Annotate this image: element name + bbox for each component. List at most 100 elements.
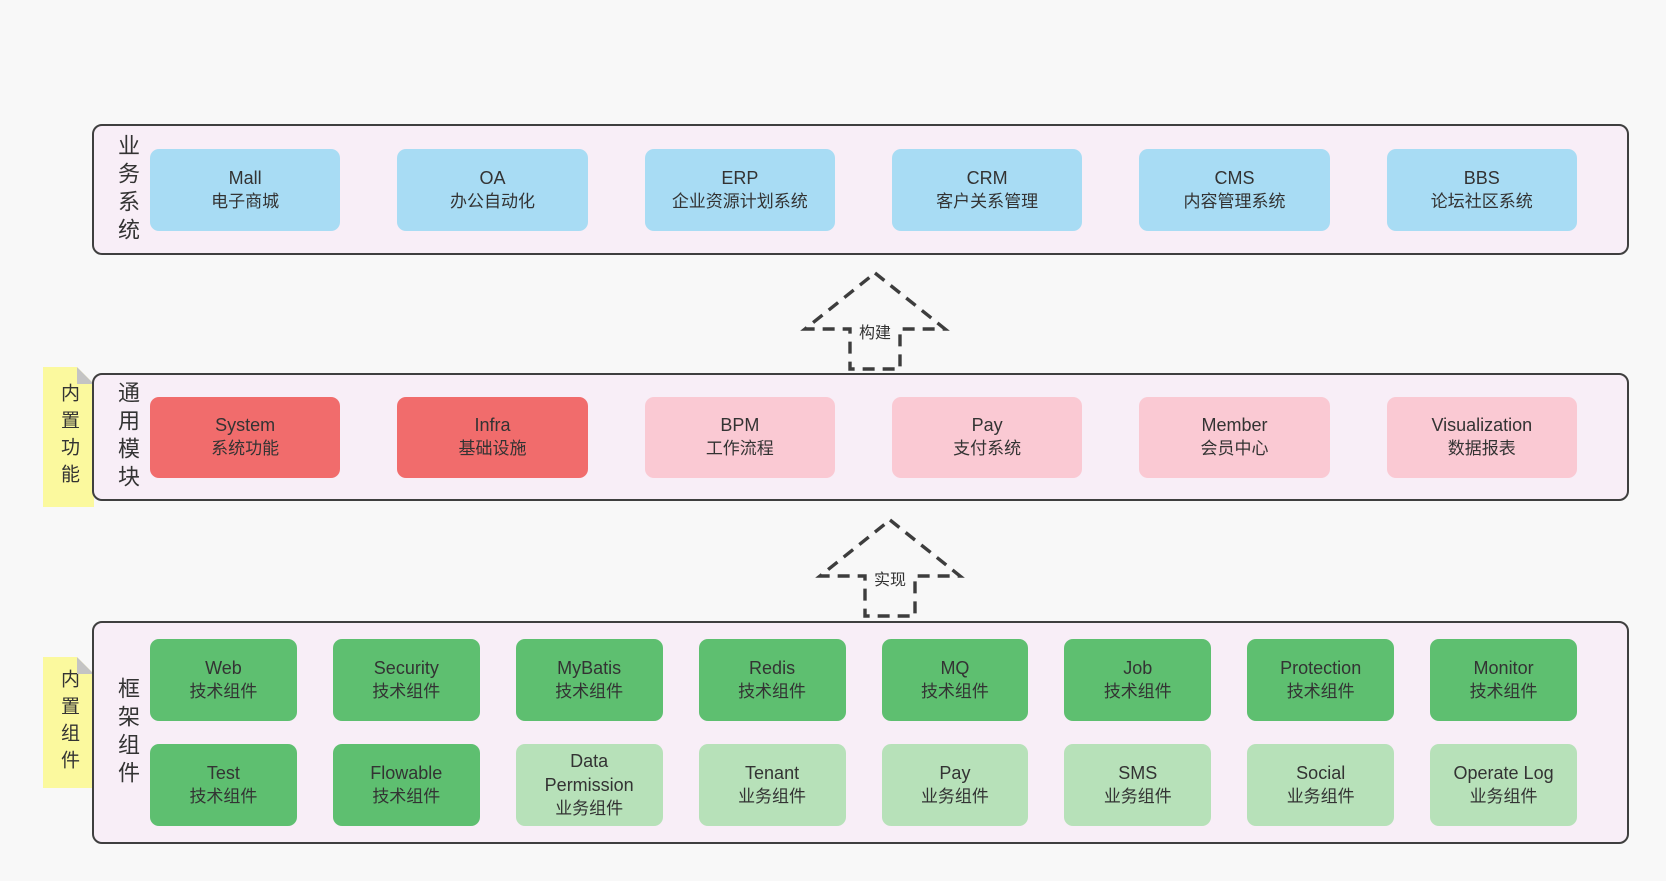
box-name: SMS	[1118, 763, 1158, 783]
box-desc: 基础设施	[458, 439, 527, 458]
box-name: BBS	[1463, 167, 1500, 188]
box-system: System 系统功能	[150, 396, 341, 478]
box-desc: 业务组件	[738, 787, 807, 806]
arrow-build: 构建	[800, 270, 950, 372]
up-arrow-icon	[800, 270, 950, 371]
note-built-in-functions: 内置功能	[43, 367, 94, 507]
box-name: Infra	[474, 415, 511, 435]
box-name: System	[215, 415, 276, 435]
box-name: BPM	[720, 415, 760, 435]
box-protection: Protection 技术组件	[1247, 639, 1395, 721]
box-desc: 技术组件	[920, 682, 989, 701]
box-name: Security	[373, 658, 439, 678]
box-desc: 技术组件	[189, 682, 258, 701]
box-crm: CRM 客户关系管理	[891, 148, 1083, 231]
box-member: Member 会员中心	[1139, 396, 1330, 478]
box-desc: 电子商城	[211, 191, 280, 211]
framework-row-2: Test 技术组件 Flowable 技术组件 Data Permission …	[150, 744, 1577, 826]
box-desc: 技术组件	[1103, 682, 1172, 701]
box-desc: 业务组件	[1469, 787, 1538, 806]
box-job: Job 技术组件	[1064, 639, 1212, 721]
business-box-row: Mall 电子商城 OA 办公自动化 ERP 企业资源计划系统 CRM 客户关系…	[150, 148, 1577, 231]
box-desc: 客户关系管理	[936, 191, 1039, 211]
box-name: Web	[205, 658, 242, 678]
panel-modules-label: 通用模块	[115, 381, 140, 493]
box-desc: 数据报表	[1447, 439, 1516, 458]
box-mq: MQ 技术组件	[881, 639, 1029, 721]
modules-box-row: System 系统功能 Infra 基础设施 BPM 工作流程 Pay 支付系统…	[150, 396, 1577, 478]
box-desc: 业务组件	[920, 787, 989, 806]
box-desc: 业务组件	[555, 799, 624, 818]
box-mall: Mall 电子商城	[150, 148, 341, 231]
box-name: CMS	[1214, 167, 1255, 188]
arrow-implement: 实现	[815, 517, 965, 619]
box-desc: 技术组件	[1469, 682, 1538, 701]
box-name: ERP	[721, 167, 759, 188]
box-cms: CMS 内容管理系统	[1139, 148, 1330, 231]
box-tenant: Tenant 业务组件	[698, 744, 846, 826]
box-desc: 支付系统	[953, 439, 1022, 458]
box-desc: 技术组件	[738, 682, 807, 701]
panel-business-label: 业务系统	[115, 133, 140, 246]
box-pay-component: Pay 业务组件	[881, 744, 1029, 826]
note-text: 内置组件	[58, 668, 79, 777]
box-name: Operate Log	[1453, 763, 1554, 783]
box-name: CRM	[966, 167, 1008, 188]
note-text: 内置功能	[58, 383, 79, 491]
box-social: Social 业务组件	[1247, 744, 1395, 826]
box-name: Job	[1123, 658, 1153, 678]
box-erp: ERP 企业资源计划系统	[644, 148, 835, 231]
box-name: MyBatis	[557, 658, 622, 678]
box-operate-log: Operate Log 业务组件	[1430, 744, 1577, 826]
box-desc: 技术组件	[189, 787, 258, 806]
box-name: OA	[479, 167, 506, 188]
box-desc: 技术组件	[372, 787, 441, 806]
box-visualization: Visualization 数据报表	[1386, 396, 1577, 478]
box-name: Protection	[1280, 658, 1362, 678]
box-data-permission: Data Permission 业务组件	[515, 744, 663, 826]
box-desc: 技术组件	[555, 682, 624, 701]
box-desc: 技术组件	[1286, 682, 1355, 701]
arrow-implement-label: 实现	[866, 563, 914, 593]
box-desc: 技术组件	[372, 682, 441, 701]
box-desc: 内容管理系统	[1183, 191, 1286, 211]
box-name: Test	[206, 763, 240, 783]
framework-rows: Web 技术组件 Security 技术组件 MyBatis 技术组件 Redi…	[150, 639, 1577, 826]
box-name: MQ	[940, 658, 970, 678]
panel-common-modules: 通用模块 System 系统功能 Infra 基础设施 BPM 工作流程 Pay…	[92, 373, 1629, 501]
box-desc: 工作流程	[705, 439, 774, 458]
box-oa: OA 办公自动化	[397, 148, 588, 231]
box-desc: 会员中心	[1200, 439, 1269, 458]
box-flowable: Flowable 技术组件	[332, 744, 480, 826]
box-web: Web 技术组件	[150, 639, 297, 721]
box-mybatis: MyBatis 技术组件	[515, 639, 663, 721]
box-monitor: Monitor 技术组件	[1430, 639, 1577, 721]
box-bbs: BBS 论坛社区系统	[1386, 148, 1577, 231]
box-desc: 系统功能	[211, 439, 280, 458]
panel-framework-label: 框架组件	[115, 676, 140, 789]
box-name: Social	[1296, 763, 1346, 783]
box-desc: 办公自动化	[449, 191, 535, 211]
box-name: Redis	[749, 658, 796, 678]
box-infra: Infra 基础设施	[397, 396, 588, 478]
box-desc: 企业资源计划系统	[671, 191, 808, 211]
box-security: Security 技术组件	[332, 639, 480, 721]
box-name: Visualization	[1431, 415, 1533, 435]
box-desc: 论坛社区系统	[1430, 191, 1533, 211]
box-name: Member	[1201, 415, 1268, 435]
box-bpm: BPM 工作流程	[644, 396, 835, 478]
box-desc: 业务组件	[1103, 787, 1172, 806]
box-name: Tenant	[745, 763, 800, 783]
box-sms: SMS 业务组件	[1064, 744, 1212, 826]
panel-framework-components: 框架组件 Web 技术组件 Security 技术组件 MyBatis 技术组件…	[92, 621, 1629, 844]
up-arrow-icon	[815, 517, 965, 618]
box-name: Data Permission	[544, 751, 634, 795]
framework-row-1: Web 技术组件 Security 技术组件 MyBatis 技术组件 Redi…	[150, 639, 1577, 721]
note-built-in-components: 内置组件	[43, 657, 94, 788]
box-desc: 业务组件	[1286, 787, 1355, 806]
box-test: Test 技术组件	[150, 744, 297, 826]
box-pay-module: Pay 支付系统	[891, 396, 1083, 478]
box-redis: Redis 技术组件	[698, 639, 846, 721]
panel-business-systems: 业务系统 Mall 电子商城 OA 办公自动化 ERP 企业资源计划系统 CRM…	[92, 124, 1629, 255]
